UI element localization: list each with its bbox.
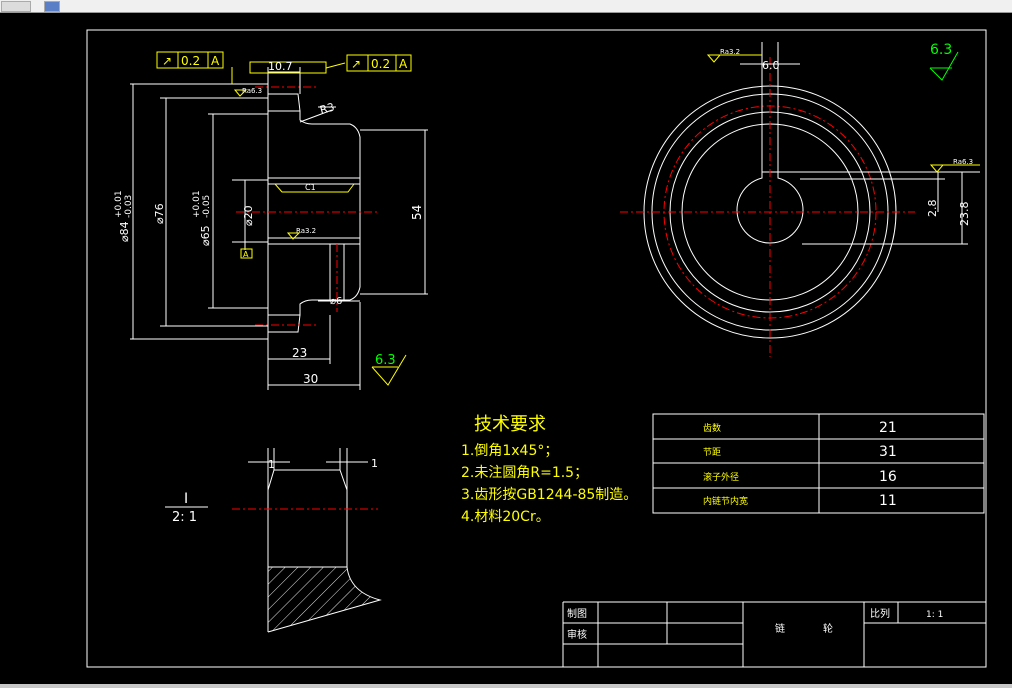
roughness-top: Ra6.3 (242, 87, 262, 95)
section-hatch-upper (267, 110, 361, 179)
tech-requirements: 技术要求 1.倒角1x45°； 2.未注圆角R=1.5； 3.齿形按GB1244… (461, 414, 637, 525)
param-value-pitch: 31 (879, 444, 897, 460)
gdt-left-value: 0.2 (181, 54, 200, 68)
detail-label-scale: 2: 1 (172, 510, 197, 525)
detail-dim-right: 1 (371, 457, 378, 470)
window-toolbar (0, 0, 1012, 13)
param-label-width: 内链节内宽 (703, 495, 748, 507)
roughness-corner: 6.3 (930, 42, 952, 58)
section-view (130, 61, 428, 390)
chamfer-marker (274, 183, 355, 193)
datum-box (240, 248, 253, 259)
param-value-width: 11 (879, 493, 897, 509)
dim-2-8: 2.8 (926, 200, 939, 218)
dim-bore: ⌀20 (242, 205, 255, 226)
detail-view: 1 1 (232, 448, 382, 633)
gdt-right-value: 0.2 (371, 57, 390, 71)
title-part-name-2: 轮 (823, 622, 833, 635)
roughness-right: Ra6.3 (953, 158, 973, 166)
tooth-tip-upper (267, 93, 301, 112)
dim-outer-tol-lower: -0.03 (124, 195, 134, 218)
tech-req-title: 技术要求 (474, 414, 546, 435)
toolbar-button-1[interactable] (1, 1, 31, 12)
roughness-general-symbol: 6.3 (371, 353, 407, 386)
dim-top-width: 10.7 (268, 60, 293, 73)
tech-req-item-1: 1.倒角1x45°； (461, 443, 558, 459)
dim-65-tol-lower: -0.05 (202, 195, 212, 218)
dim-hole: ⌀6 (330, 296, 342, 307)
gdt-frame-left: ↗ 0.2 A (156, 51, 224, 69)
roughness-corner-symbol: 6.3 (929, 42, 959, 81)
bore-keyway (736, 171, 804, 244)
param-label-roller: 滚子外径 (703, 471, 739, 483)
param-label-teeth: 齿数 (703, 422, 721, 434)
gdt-right-symbol: ↗ (351, 57, 361, 71)
param-table: 齿数 节距 滚子外径 内链节内宽 21 31 16 11 (652, 413, 985, 514)
title-part-name-1: 链 (775, 622, 785, 635)
param-value-teeth: 21 (879, 420, 897, 436)
title-scale-label: 比列 (870, 607, 890, 620)
title-drawn-label: 制图 (567, 607, 587, 620)
tooth-tip-lower (267, 314, 301, 333)
roughness-general: 6.3 (375, 353, 396, 368)
drawing-frame (86, 29, 987, 668)
tech-req-item-2: 2.未注圆角R=1.5； (461, 465, 588, 481)
window-statusbar (0, 684, 1012, 688)
bore-outline (267, 177, 361, 245)
gdt-frame-right: ↗ 0.2 A (346, 54, 412, 72)
dim-23: 23 (292, 346, 307, 360)
dim-65-tol-upper: +0.01 (192, 190, 202, 218)
param-label-pitch: 节距 (703, 447, 721, 458)
param-value-roller: 16 (879, 469, 897, 485)
dim-30: 30 (303, 372, 318, 386)
title-scale-value: 1: 1 (926, 610, 943, 620)
detail-label-numeral: I (184, 491, 188, 507)
section-hatch-lower (267, 243, 361, 316)
tech-req-item-3: 3.齿形按GB1244-85制造。 (461, 487, 637, 503)
detail-dim-left: 1 (268, 458, 275, 471)
roughness-keyway: Ra3.2 (720, 48, 740, 56)
title-block: 制图 审核 链 轮 比列 1: 1 (562, 601, 986, 667)
datum-label: A (243, 250, 249, 259)
dim-65: ⌀65 (199, 225, 212, 246)
gdt-left-symbol: ↗ (162, 54, 172, 68)
chamfer-label: C1 (305, 183, 316, 192)
roughness-bore: Ra3.2 (296, 227, 316, 235)
dim-76: ⌀76 (153, 203, 166, 224)
dim-54: 54 (410, 205, 424, 220)
dim-outer-dia: ⌀84 (118, 221, 131, 242)
dim-outer-tol-upper: +0.01 (114, 190, 124, 218)
title-checked-label: 审核 (567, 628, 587, 641)
toolbar-button-2[interactable] (44, 1, 60, 12)
cad-drawing-canvas[interactable]: ↗ 0.2 A ↗ 0.2 A 10.7 Ra6.3 R3 ⌀84 +0.01 … (0, 12, 1012, 684)
gdt-right-datum: A (399, 57, 408, 71)
detail-label: I 2: 1 (165, 491, 208, 525)
radius-label: R3 (318, 101, 336, 117)
end-view: 6.0 Ra3.2 Ra6.3 2.8 23.8 (620, 42, 980, 357)
dim-23-8: 23.8 (958, 202, 971, 227)
gdt-left-datum: A (211, 54, 220, 68)
tech-req-item-4: 4.材料20Cr。 (461, 509, 550, 525)
dim-key-width: 6.0 (762, 59, 780, 72)
